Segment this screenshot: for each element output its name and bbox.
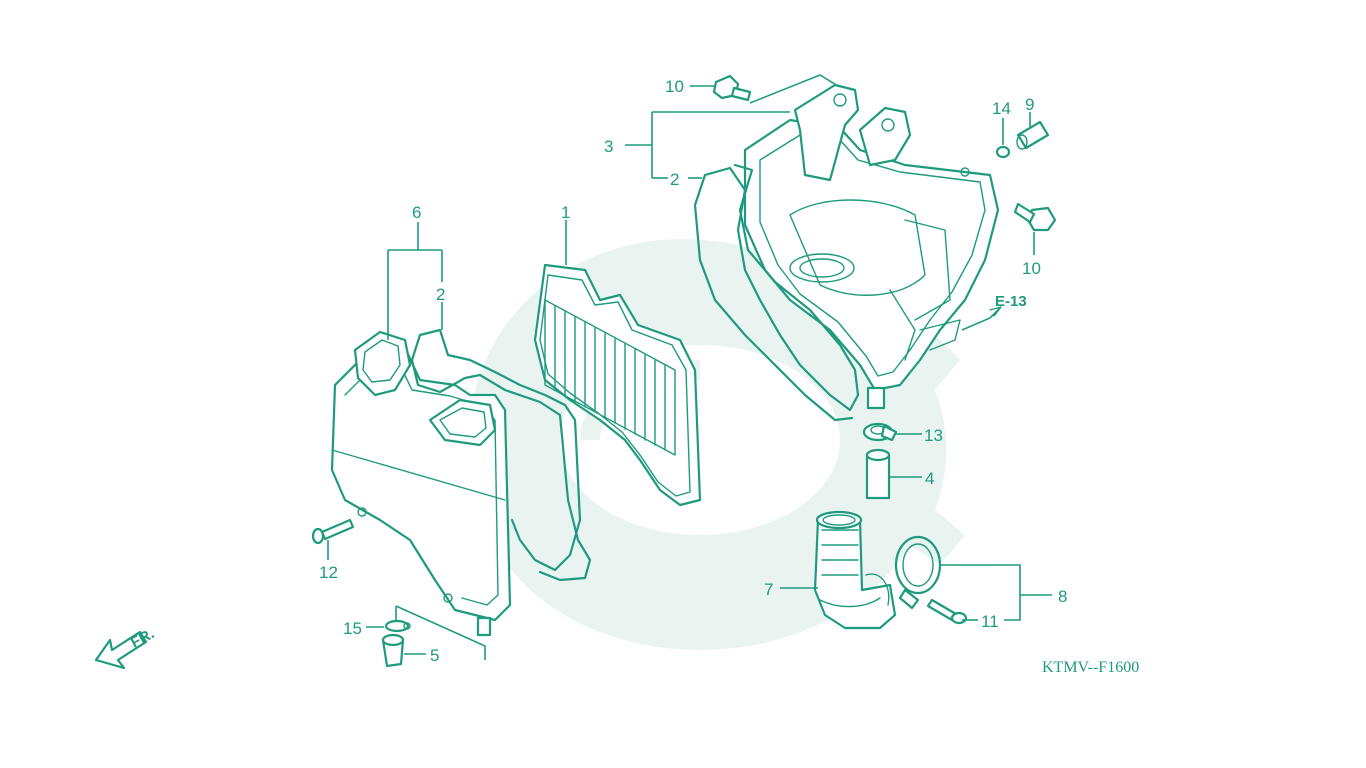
- callout-7: 7: [764, 580, 773, 599]
- housing-seal: [693, 163, 860, 422]
- callout-4: 4: [925, 469, 934, 488]
- part-12-screw: [311, 518, 355, 545]
- leader-lines: [327, 74, 1052, 660]
- callout-12: 12: [319, 563, 338, 582]
- e13-reference-arrow: [961, 306, 1002, 331]
- part-15-clip: [384, 619, 411, 633]
- callout-10-right: 10: [1022, 259, 1041, 278]
- callout-5: 5: [430, 646, 439, 665]
- part-7-intake-duct: [813, 510, 897, 630]
- filter-pleats: [544, 299, 676, 456]
- cover-seal: [410, 328, 592, 582]
- callout-10-upper: 10: [665, 77, 684, 96]
- callout-11: 11: [981, 612, 999, 631]
- callout-15: 15: [343, 619, 362, 638]
- front-direction-arrow: [94, 630, 148, 670]
- callout-2-cover: 2: [436, 285, 445, 304]
- callout-3: 3: [604, 137, 613, 156]
- e13-reference: E-13: [995, 293, 1027, 310]
- part-4-drain-tube: [865, 448, 891, 500]
- air-cleaner-case: [743, 83, 1000, 410]
- callout-13: 13: [924, 426, 943, 445]
- callout-9: 9: [1025, 95, 1034, 114]
- callout-1: 1: [561, 203, 570, 222]
- part-14-clip: [995, 145, 1011, 159]
- air-cleaner-cover: [330, 330, 512, 637]
- callout-8: 8: [1058, 587, 1067, 606]
- filter-element: [533, 263, 702, 507]
- callout-2-housing: 2: [670, 170, 679, 189]
- callout-6: 6: [412, 203, 421, 222]
- bolt-10-upper: [712, 74, 752, 102]
- part-13-clamp: [862, 422, 898, 442]
- part-5-drain-plug: [381, 633, 405, 668]
- figure-code: KTMV--F1600: [1042, 659, 1139, 676]
- callout-14: 14: [992, 99, 1011, 118]
- bolt-10-right: [1013, 202, 1057, 232]
- part-11-screw: [926, 598, 968, 625]
- part-9-plug: [1016, 120, 1050, 150]
